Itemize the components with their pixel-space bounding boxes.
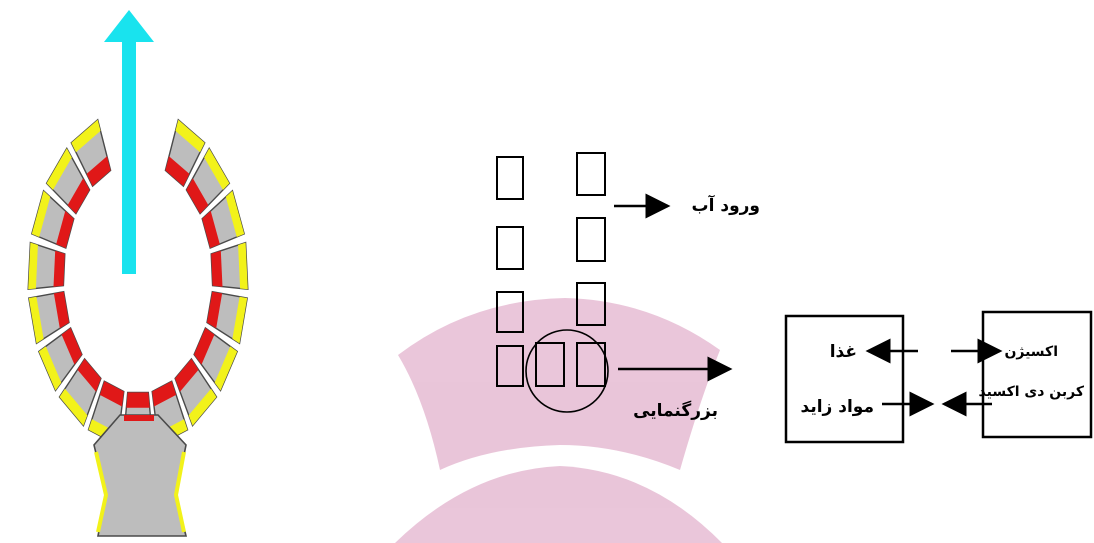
magnification-label: بزرگنمایی xyxy=(633,401,718,421)
base-outer-layer xyxy=(173,451,186,533)
outer-cell-layer xyxy=(214,346,238,391)
waste-label: مواد زاید xyxy=(800,397,874,417)
pore-square xyxy=(496,291,524,333)
inner-collar-cell xyxy=(175,358,199,392)
watermark-logo xyxy=(395,298,722,543)
outer-cell-layer xyxy=(188,388,217,426)
co2-label: کربن دی اکسید xyxy=(978,384,1084,400)
outer-cell-layer xyxy=(28,242,38,290)
outer-cell-layer xyxy=(232,296,248,344)
upward-flow-arrow xyxy=(104,10,154,274)
outer-cell-layer xyxy=(31,190,51,237)
pore-square xyxy=(496,226,524,270)
pore-square xyxy=(576,342,606,387)
pore-square xyxy=(576,217,606,262)
inner-collar-cell xyxy=(56,210,74,248)
inner-collar-cell xyxy=(165,156,190,187)
pore-square xyxy=(576,152,606,196)
pore-square xyxy=(496,156,524,200)
water-entry-label: ورود آب xyxy=(691,196,760,216)
inner-collar-cell xyxy=(152,381,177,407)
outer-cell-layer xyxy=(46,148,72,190)
food-label: غذا xyxy=(829,342,857,362)
sponge-cross-section xyxy=(27,118,249,537)
inner-collar-cell xyxy=(86,156,111,187)
inner-collar-cell xyxy=(61,328,82,365)
cell-box xyxy=(784,314,905,444)
inner-collar-cell xyxy=(53,291,69,329)
outer-cell-layer xyxy=(71,119,101,153)
inner-collar-cell xyxy=(211,250,223,287)
environment-box xyxy=(981,310,1093,439)
inner-collar-cell xyxy=(126,392,150,408)
outer-cell-layer xyxy=(38,346,62,391)
inner-collar-cell xyxy=(53,250,65,287)
pore-square xyxy=(496,345,524,387)
inner-collar-cell xyxy=(194,328,215,365)
inner-collar-cell xyxy=(202,210,220,248)
pore-square xyxy=(576,282,606,326)
base-outer-layer xyxy=(94,451,109,533)
outer-cell-layer xyxy=(175,119,205,153)
outer-cell-layer xyxy=(204,148,230,190)
magnification-circle xyxy=(525,329,609,413)
pore-grid xyxy=(496,152,606,387)
outer-cell-layer xyxy=(225,190,245,237)
inner-collar-cell xyxy=(99,381,124,407)
outer-cell-layer xyxy=(59,388,88,426)
inner-collar-cell xyxy=(67,178,90,214)
inner-collar-cell xyxy=(77,358,101,392)
inner-collar-cell xyxy=(186,178,209,214)
inner-collar-cell xyxy=(207,291,223,329)
sponge-base xyxy=(93,414,188,537)
outer-cell-layer xyxy=(28,296,44,344)
oxygen-label: اکسیژن xyxy=(1004,344,1058,360)
outer-cell-layer xyxy=(238,242,248,290)
pore-square xyxy=(535,342,565,387)
